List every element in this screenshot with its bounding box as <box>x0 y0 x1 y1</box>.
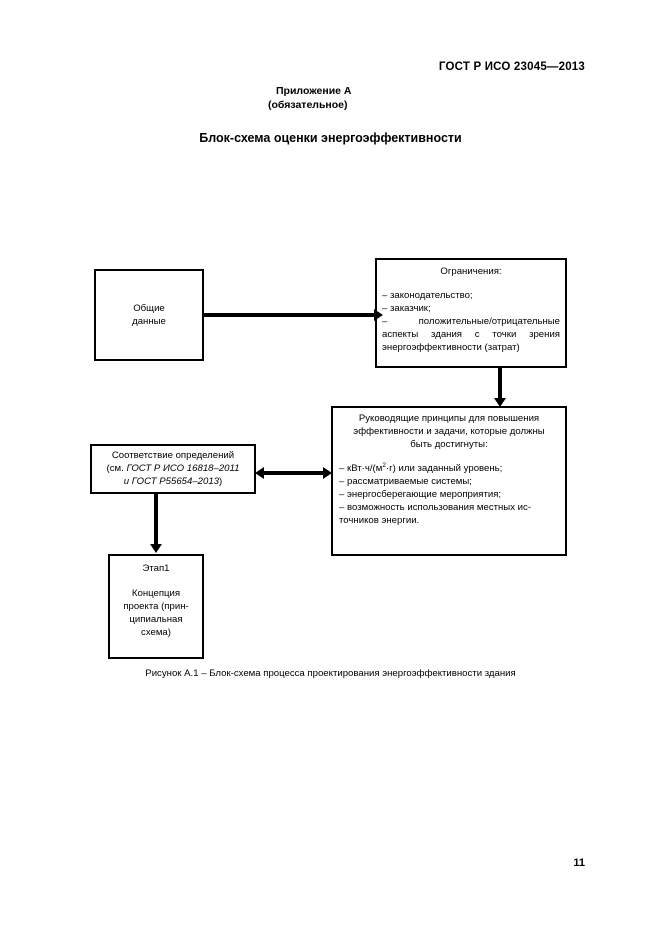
annex-label: Приложение А <box>276 85 352 97</box>
node-principles-item-1-superscript: 2 <box>382 461 386 469</box>
node-constraints-item-3: – положительные/отрицательные <box>382 316 560 327</box>
node-general-data: Общие данные <box>94 269 204 361</box>
node-stage-1-label: Этап1 <box>142 563 170 574</box>
figure-caption: Рисунок А.1 – Блок-схема процесса проект… <box>145 668 516 679</box>
node-principles-item-4-cont: точников энергии. <box>339 515 420 526</box>
node-principles-item-2: – рассматриваемые системы; <box>339 476 472 487</box>
node-stage-1: Этап1 Концепция проекта (прин- ципиальна… <box>108 554 204 659</box>
node-principles-heading-line-2: эффективности и задачи, которые должны <box>353 426 545 437</box>
node-constraints: Ограничения: – законодательство; – заказ… <box>375 258 567 368</box>
node-general-data-line-1: Общие <box>133 303 165 314</box>
node-constraints-item-3-end: энергоэффективности (затрат) <box>382 342 520 353</box>
page-title: Блок-схема оценки энергоэффективности <box>199 131 462 145</box>
node-constraints-item-3-cont: аспекты здания с точки зрения <box>382 329 560 340</box>
node-principles-list: – кВт·ч/(м2·г) или заданный уровень; – р… <box>339 462 559 527</box>
annex-kind: (обязательное) <box>268 99 348 111</box>
node-stage-1-line-2: проекта (прин- <box>123 601 189 612</box>
node-definitions-line-3-suffix: ) <box>219 476 223 487</box>
arrow-definitions-to-stage-1 <box>150 494 162 553</box>
node-definitions-line-2-prefix: (см. <box>106 463 127 474</box>
annex-heading: Приложение А (обязательное) <box>268 84 352 112</box>
node-general-data-line-2: данные <box>132 316 166 327</box>
node-principles-item-3: – энергосберегающие мероприятия; <box>339 489 502 500</box>
node-stage-1-line-4: схема) <box>141 627 171 638</box>
node-principles-heading-line-1: Руководящие принципы для повышения <box>358 413 540 424</box>
node-definitions-line-1: Соответствие определений <box>111 450 235 461</box>
document-standard-header: ГОСТ Р ИСО 23045—2013 <box>438 61 585 73</box>
arrow-general-data-to-constraints <box>204 309 383 321</box>
node-definitions-line-2: (см. ГОСТ Р ИСО 16818–2011 <box>92 462 254 475</box>
node-constraints-heading: Ограничения: <box>440 266 502 277</box>
arrow-definitions-to-principles-bidirectional <box>255 467 332 479</box>
page-number: 11 <box>573 857 585 869</box>
node-definitions-standard-ref-2: и ГОСТ Р55654–2013 <box>123 476 220 487</box>
node-principles-heading-line-3: быть достигнуты: <box>410 439 488 450</box>
node-definitions-conformity: Соответствие определений (см. ГОСТ Р ИСО… <box>90 444 256 494</box>
arrow-constraints-to-principles <box>494 368 506 407</box>
node-constraints-item-2: – заказчик; <box>382 303 431 314</box>
node-principles-item-1: – кВт·ч/(м2·г) или заданный уровень; <box>339 462 559 475</box>
node-definitions-standard-ref-1: ГОСТ Р ИСО 16818–2011 <box>126 463 240 474</box>
node-principles-item-1-post: ·г) или заданный уровень; <box>385 463 503 474</box>
node-constraints-item-1: – законодательство; <box>382 290 473 301</box>
node-principles-item-1-pre: – кВт·ч/(м <box>339 463 383 474</box>
node-definitions-line-3: и ГОСТ Р55654–2013) <box>92 475 254 488</box>
node-stage-1-line-3: ципиальная <box>129 614 183 625</box>
node-stage-1-line-1: Концепция <box>131 588 181 599</box>
node-guiding-principles: Руководящие принципы для повышения эффек… <box>331 406 567 556</box>
node-principles-item-4: – возможность использования местных ис- <box>339 502 532 513</box>
